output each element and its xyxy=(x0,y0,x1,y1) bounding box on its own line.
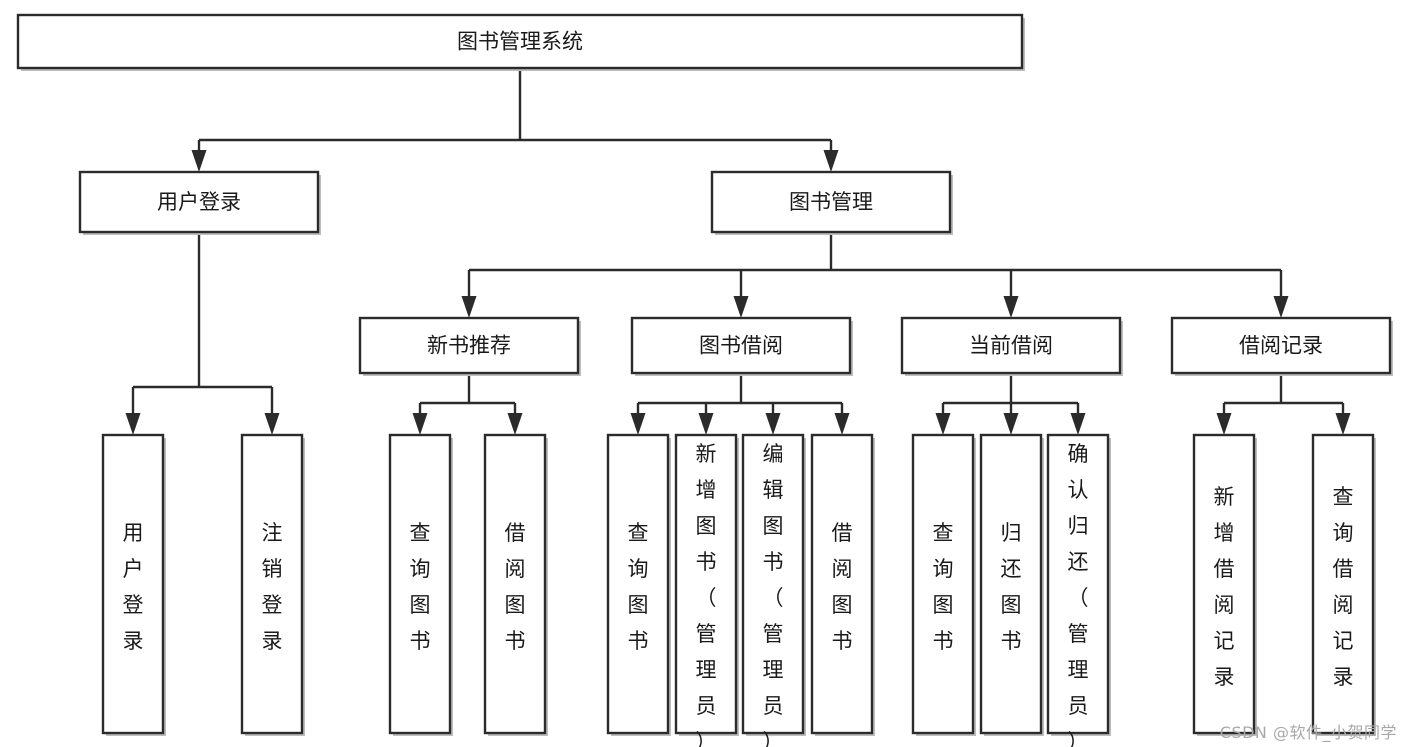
node-label: 图书管理 xyxy=(789,190,873,214)
node-label: 借阅图书 xyxy=(505,521,526,653)
node-leaf-confirm-return[interactable]: 确认归还（管理员） xyxy=(1046,433,1111,747)
node-box[interactable] xyxy=(78,170,320,234)
node-label: 新增图书（管理员） xyxy=(696,442,717,747)
node-box[interactable] xyxy=(1311,433,1375,735)
node-leaf-user-login[interactable]: 用户登录 xyxy=(101,433,166,736)
node-leaf-edit-book[interactable]: 编辑图书（管理员） xyxy=(741,433,806,747)
node-label: 借阅图书 xyxy=(832,521,853,653)
node-label: 编辑图书（管理员） xyxy=(763,442,784,747)
watermark-label: CSDN @软件_小贺同学 xyxy=(1219,723,1397,742)
node-leaf-add-record[interactable]: 新增借阅记录 xyxy=(1192,433,1257,736)
node-label: 查询图书 xyxy=(933,521,954,653)
node-box[interactable] xyxy=(483,433,547,735)
node-leaf-query-book-2[interactable]: 查询图书 xyxy=(606,433,671,736)
node-box[interactable] xyxy=(979,433,1043,735)
node-leaf-query-book-3[interactable]: 查询图书 xyxy=(911,433,976,736)
node-box[interactable] xyxy=(1046,433,1110,735)
node-box[interactable] xyxy=(630,316,852,375)
node-box[interactable] xyxy=(16,13,1024,70)
node-box[interactable] xyxy=(606,433,670,735)
node-label: 新增借阅记录 xyxy=(1214,485,1235,689)
node-leaf-return-book[interactable]: 归还图书 xyxy=(979,433,1044,736)
node-label: 图书借阅 xyxy=(699,334,783,358)
node-label: 注销登录 xyxy=(262,521,283,653)
node-label: 当前借阅 xyxy=(969,334,1053,358)
node-root[interactable]: 图书管理系统 xyxy=(16,13,1025,71)
node-box[interactable] xyxy=(101,433,165,735)
node-leaf-query-book-1[interactable]: 查询图书 xyxy=(388,433,453,736)
node-box[interactable] xyxy=(911,433,975,735)
node-label: 查询图书 xyxy=(628,521,649,653)
node-label: 借阅记录 xyxy=(1239,334,1323,358)
node-label: 归还图书 xyxy=(1001,521,1022,653)
node-bookmgmt[interactable]: 图书管理 xyxy=(710,170,953,235)
edges-layer xyxy=(125,68,1351,435)
node-login[interactable]: 用户登录 xyxy=(78,170,321,235)
node-label: 用户登录 xyxy=(123,521,144,653)
node-leaf-borrow-book-1[interactable]: 借阅图书 xyxy=(483,433,548,736)
node-label: 用户登录 xyxy=(157,190,241,214)
node-box[interactable] xyxy=(1170,316,1392,375)
node-records[interactable]: 借阅记录 xyxy=(1170,316,1393,376)
node-box[interactable] xyxy=(674,433,738,735)
node-label: 确认归还（管理员） xyxy=(1068,442,1089,747)
node-newbooks[interactable]: 新书推荐 xyxy=(358,316,581,376)
node-box[interactable] xyxy=(810,433,874,735)
node-label: 图书管理系统 xyxy=(457,30,583,54)
node-leaf-logout[interactable]: 注销登录 xyxy=(240,433,305,736)
node-box[interactable] xyxy=(741,433,805,735)
node-box[interactable] xyxy=(900,316,1122,375)
node-borrow[interactable]: 图书借阅 xyxy=(630,316,853,376)
node-label: 查询图书 xyxy=(410,521,431,653)
node-box[interactable] xyxy=(240,433,304,735)
node-label: 新书推荐 xyxy=(427,334,511,358)
node-leaf-add-book[interactable]: 新增图书（管理员） xyxy=(674,433,739,747)
node-box[interactable] xyxy=(710,170,952,234)
node-box[interactable] xyxy=(358,316,580,375)
node-leaf-borrow-book-2[interactable]: 借阅图书 xyxy=(810,433,875,736)
node-label: 查询借阅记录 xyxy=(1333,485,1354,689)
node-box[interactable] xyxy=(388,433,452,735)
node-leaf-query-record[interactable]: 查询借阅记录 xyxy=(1311,433,1376,736)
node-box[interactable] xyxy=(1192,433,1256,735)
nodes-layer: 图书管理系统用户登录图书管理新书推荐图书借阅当前借阅借阅记录用户登录注销登录查询… xyxy=(16,13,1393,747)
node-current[interactable]: 当前借阅 xyxy=(900,316,1123,376)
